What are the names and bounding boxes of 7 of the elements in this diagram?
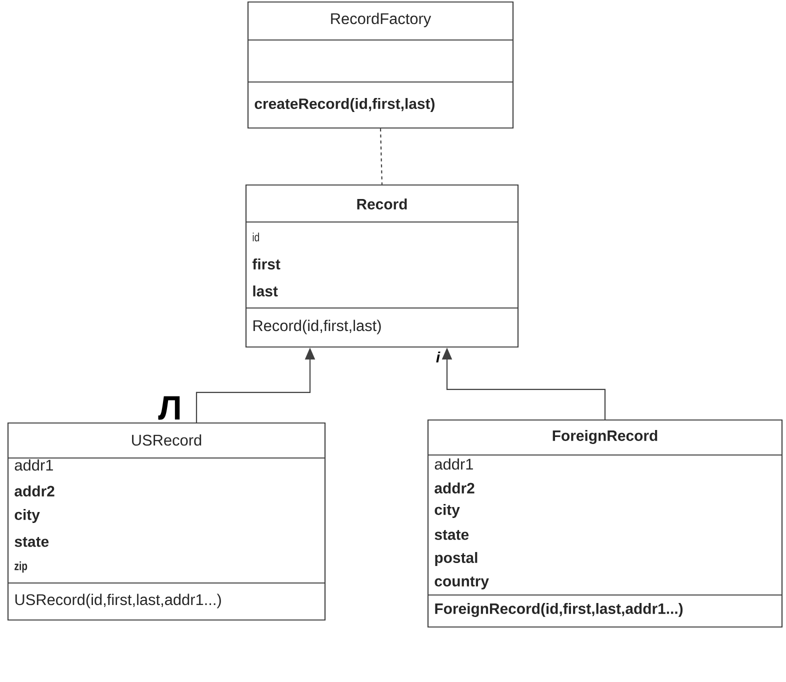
label: Л <box>158 396 180 420</box>
class-box: RecordFactory createRecord(id,first,last) <box>247 1 514 129</box>
class-box: ForeignRecord addr1 addr2 city state postal country ForeignRecord(id,first,last,addr1...) <box>427 419 783 628</box>
dashed-line <box>380 128 383 184</box>
label: i <box>436 352 440 362</box>
class-box: USRecord addr1 addr2 city state zip USRecord(id,first,last,addr1...) <box>7 422 326 621</box>
class-box: Record id first last Record(id,first,last) <box>245 184 519 348</box>
